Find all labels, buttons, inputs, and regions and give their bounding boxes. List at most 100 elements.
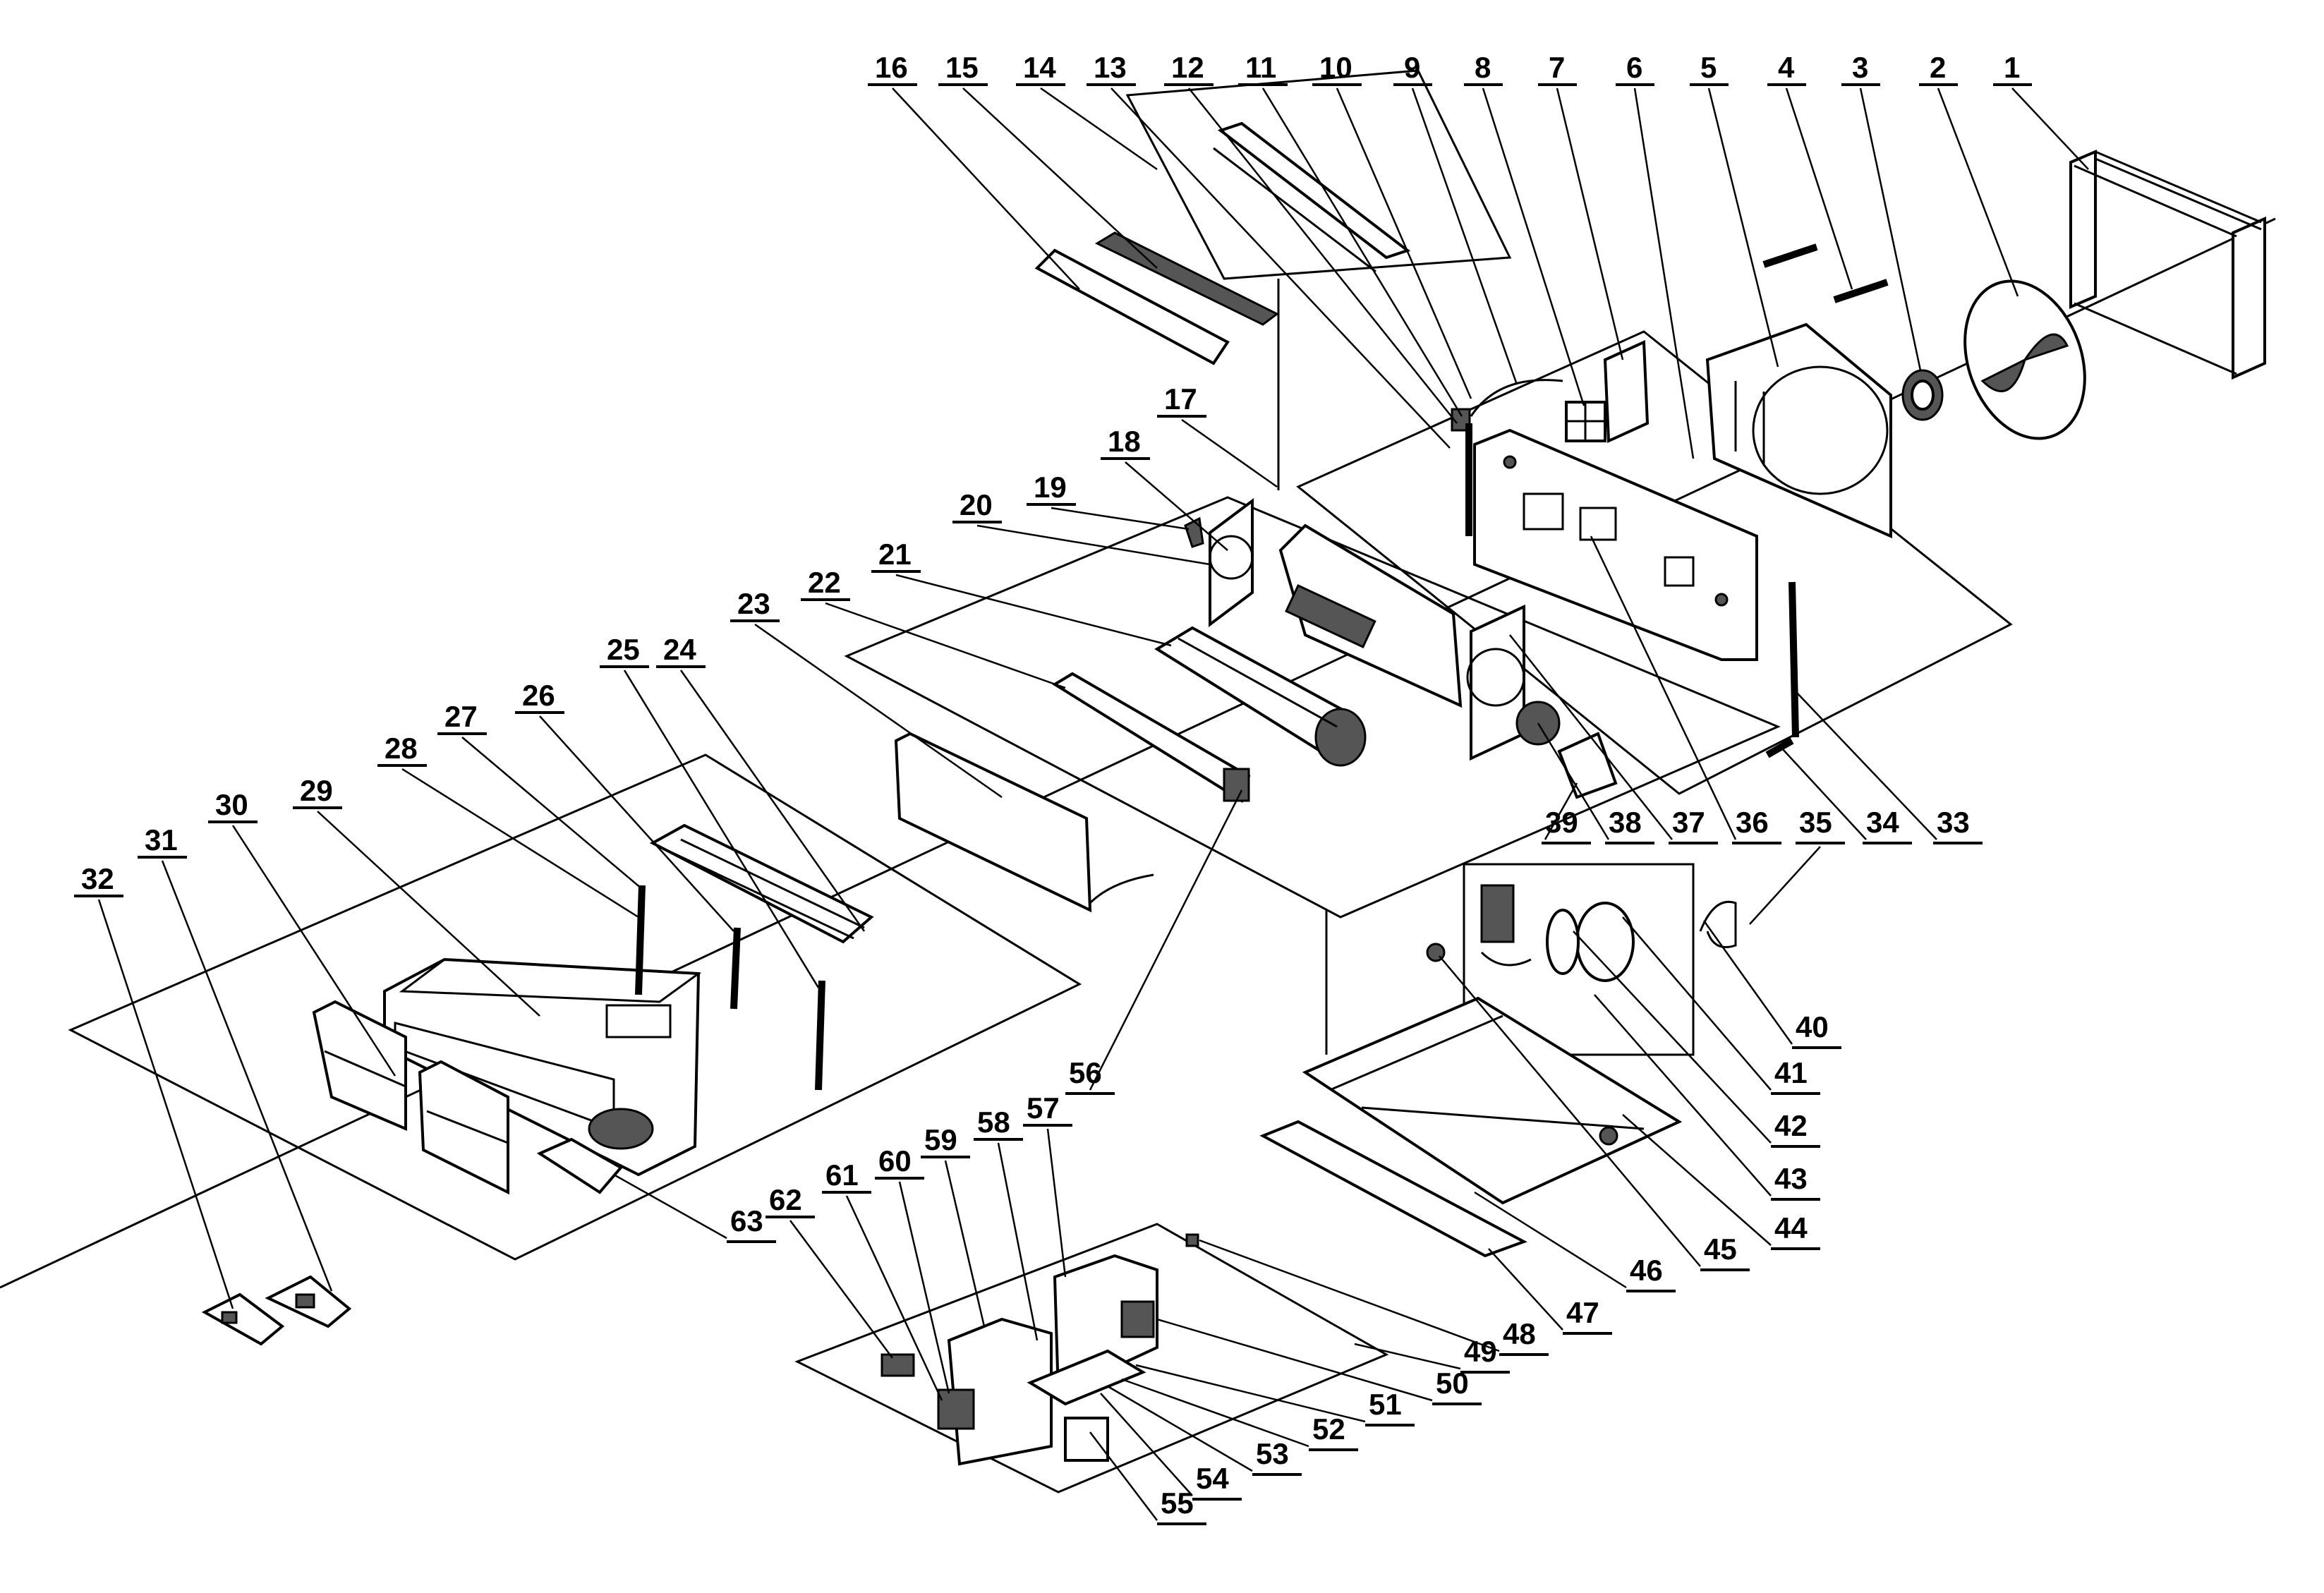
part-air-filters [312,1000,509,1195]
label-10: 10 [1319,51,1352,84]
label-35: 35 [1799,806,1832,839]
label-32: 32 [81,862,114,895]
label-2: 2 [1930,51,1946,84]
label-38: 38 [1609,806,1642,839]
part-blower-bracket-right [1466,604,1618,799]
label-30: 30 [215,788,248,821]
label-26: 26 [522,679,555,712]
label-20: 20 [960,488,993,521]
label-44: 44 [1774,1211,1808,1244]
part-air-deflector [1034,248,1230,365]
label-18: 18 [1108,425,1141,458]
callouts: 16 15 14 13 12 11 10 9 8 7 6 5 4 3 2 1 1… [74,51,2089,1525]
label-9: 9 [1404,51,1420,84]
label-29: 29 [300,774,333,807]
label-46: 46 [1630,1254,1663,1287]
part-condenser-coil [2069,149,2266,380]
label-7: 7 [1549,51,1565,84]
label-31: 31 [145,823,178,856]
part-return-grille [649,823,874,944]
label-36: 36 [1736,806,1769,839]
label-25: 25 [607,633,640,666]
part-control-box [880,1254,1158,1466]
label-41: 41 [1774,1056,1808,1089]
label-55: 55 [1161,1486,1194,1520]
label-42: 42 [1774,1109,1808,1142]
label-19: 19 [1034,471,1067,504]
label-1: 1 [2004,51,2020,84]
part-wall-controls [201,1275,352,1346]
part-access-door [536,1137,624,1194]
parts [201,121,2266,1466]
label-57: 57 [1027,1091,1060,1125]
part-drain-pan [1259,1120,1527,1258]
label-11: 11 [1245,51,1276,84]
label-62: 62 [769,1183,802,1216]
part-bulkhead-partition [1473,428,1758,661]
label-5: 5 [1700,51,1717,84]
part-base-pan [1302,943,1683,1205]
label-45: 45 [1704,1232,1737,1266]
label-21: 21 [878,538,912,571]
label-3: 3 [1852,51,1868,84]
label-8: 8 [1475,51,1491,84]
label-43: 43 [1774,1162,1808,1195]
part-drain-tube [1765,581,1799,758]
label-37: 37 [1672,806,1705,839]
part-fan-motor [1901,369,1944,421]
label-17: 17 [1164,382,1197,416]
label-63: 63 [730,1204,763,1237]
label-12: 12 [1171,51,1204,84]
part-wire-harness [1451,379,1563,536]
label-40: 40 [1796,1010,1829,1043]
label-14: 14 [1023,51,1056,84]
label-13: 13 [1094,51,1127,84]
part-front-cabinet [383,957,702,1177]
label-60: 60 [878,1144,912,1177]
label-6: 6 [1626,51,1642,84]
part-compressor [1480,884,1635,982]
label-58: 58 [977,1106,1010,1139]
label-61: 61 [825,1158,859,1192]
part-blower-wheel [1154,626,1367,767]
label-22: 22 [808,566,841,599]
part-evaporator-coil [894,732,1154,913]
part-support-rails [635,885,825,1091]
part-mount-strap [1762,243,1889,303]
label-27: 27 [444,700,478,733]
label-52: 52 [1312,1412,1345,1446]
part-fan-shroud [1705,322,1892,539]
plane-blower-section [844,496,1781,919]
label-54: 54 [1196,1462,1229,1495]
label-53: 53 [1256,1437,1289,1470]
part-top-panel [1213,121,1411,273]
label-16: 16 [875,51,908,84]
label-49: 49 [1464,1335,1497,1368]
part-control-cover [1565,339,1650,444]
label-34: 34 [1866,806,1899,839]
label-47: 47 [1566,1296,1599,1329]
part-condenser-fan-blade [1963,279,2086,440]
label-23: 23 [737,587,770,620]
part-evaporator-bracket [1052,672,1251,804]
label-50: 50 [1436,1367,1469,1400]
label-33: 33 [1937,806,1970,839]
label-39: 39 [1545,806,1578,839]
part-screw [1185,1233,1199,1247]
label-51: 51 [1369,1388,1402,1421]
plane-front-cover [68,753,1082,1261]
label-4: 4 [1778,51,1795,84]
part-blower-housing [1278,523,1463,708]
part-top-grille [1094,231,1279,326]
label-56: 56 [1069,1056,1102,1089]
frame-compressor [1463,863,1695,1056]
label-48: 48 [1503,1317,1536,1350]
part-refrigerant-tubing [1699,901,1737,948]
label-59: 59 [924,1123,957,1156]
label-28: 28 [385,732,418,765]
label-24: 24 [663,633,696,666]
plane-rear-chassis [1296,330,2013,795]
label-15: 15 [945,51,979,84]
plane-top-panel [1125,69,1512,280]
